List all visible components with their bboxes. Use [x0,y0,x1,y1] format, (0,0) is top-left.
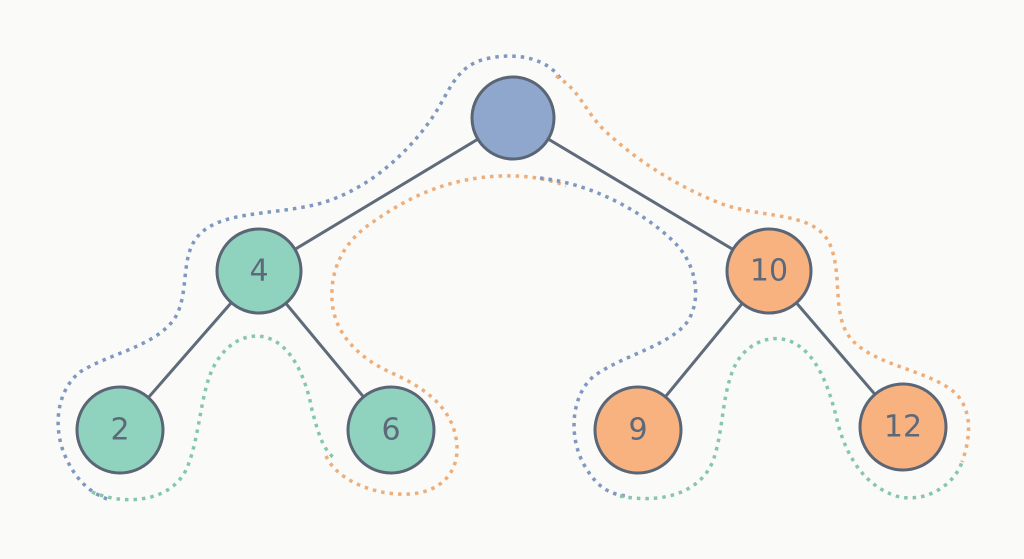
node-4-label: 4 [249,254,268,289]
outline-right-green [619,336,964,501]
node-12-label: 12 [884,410,922,445]
node-2-label: 2 [110,413,129,448]
node-4: 4 [215,227,303,315]
node-6: 6 [346,385,436,475]
node-2-circle [75,385,165,475]
node-root-circle [470,75,556,161]
outline-middle-blue [539,176,698,498]
node-10-label: 10 [750,254,788,289]
node-9-label: 9 [628,413,647,448]
outline-middle-orange [324,174,567,496]
node-6-label: 6 [381,413,400,448]
node-4-circle [215,227,303,315]
traversal-outlines [56,54,971,502]
node-9: 9 [593,385,683,475]
edge-root-10 [511,116,771,273]
edge-root-4 [257,116,515,273]
outline-left-green [91,334,336,502]
node-12: 12 [858,382,948,472]
node-2: 2 [75,385,165,475]
node-10: 10 [725,227,813,315]
tree-nodes: 4 10 2 6 9 12 [75,75,948,475]
node-root [470,75,556,161]
node-9-circle [593,385,683,475]
node-6-circle [346,385,436,475]
outline-left-blue [56,54,562,502]
node-12-circle [858,382,948,472]
node-10-circle [725,227,813,315]
